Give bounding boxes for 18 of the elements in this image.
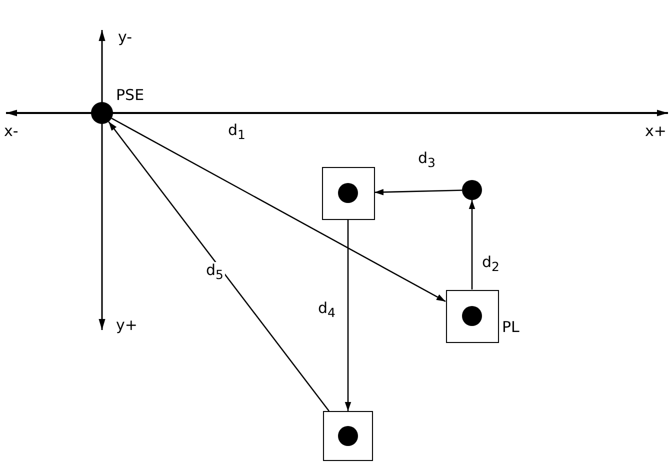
point-label: PL xyxy=(502,320,520,335)
marker-box xyxy=(322,166,374,220)
axis-label: y+ xyxy=(116,318,138,333)
axis-label: x- xyxy=(4,124,18,139)
arrow xyxy=(108,121,330,412)
arrow xyxy=(374,189,462,196)
edge-label: d$_{5}$ xyxy=(204,262,226,282)
point-dot xyxy=(91,102,113,124)
arrow xyxy=(468,200,476,290)
point-label: PSE xyxy=(116,88,144,103)
arrow xyxy=(344,220,352,411)
point-dot xyxy=(462,180,482,200)
axis-label: x+ xyxy=(645,124,666,139)
axis-label: y- xyxy=(118,30,132,45)
marker-box xyxy=(446,290,498,342)
arrow xyxy=(111,118,446,302)
edge-label: d$_{3}$ xyxy=(416,150,438,170)
marker-box xyxy=(323,411,373,461)
